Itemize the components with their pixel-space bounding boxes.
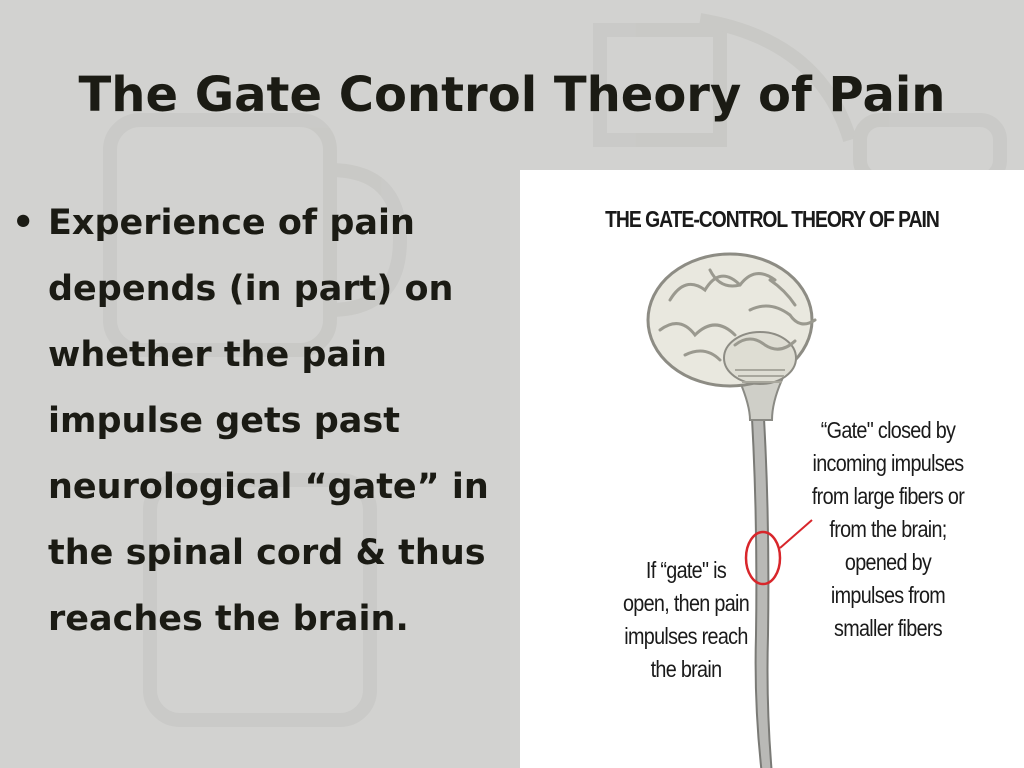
bullet-text: Experience of pain depends (in part) on … <box>48 203 489 639</box>
slide-title: The Gate Control Theory of Pain <box>78 67 946 123</box>
gate-open-label: If “gate" is open, then pain impulses re… <box>622 557 750 682</box>
brain-spinal-cord-illustration <box>646 252 817 768</box>
bullet-item: • Experience of pain depends (in part) o… <box>0 190 520 652</box>
bullet-list: • Experience of pain depends (in part) o… <box>0 190 520 652</box>
spinal-cord <box>748 384 773 768</box>
brain-icon <box>646 252 817 388</box>
gate-pointer-line <box>779 519 813 549</box>
gate-closed-label: “Gate" closed by incoming impulses from … <box>811 417 965 641</box>
figure-panel: THE GATE-CONTROL THEORY OF PAIN “Gate" c… <box>520 170 1024 768</box>
figure-title: THE GATE-CONTROL THEORY OF PAIN <box>605 206 940 232</box>
gate-marker <box>744 530 782 586</box>
bullet-symbol: • <box>12 203 35 243</box>
